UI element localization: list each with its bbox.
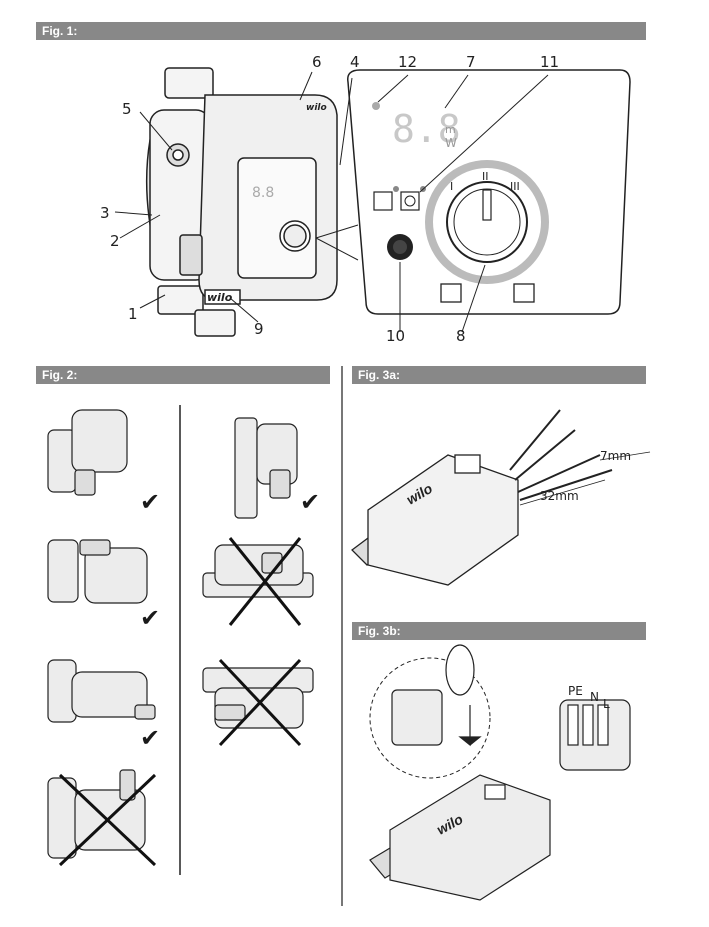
callout-2: 2 <box>110 232 120 250</box>
fig3a-sheath-length: 32mm <box>540 489 579 503</box>
fig1-title-bar: Fig. 1: <box>36 22 646 40</box>
mode-icon-b <box>400 191 420 211</box>
callout-4: 4 <box>350 53 360 71</box>
mode-icon-b-glyph <box>404 195 416 207</box>
callout-7: 7 <box>466 53 476 71</box>
callout-1: 1 <box>128 305 138 323</box>
fig2-title-bar: Fig. 2: <box>36 366 330 384</box>
fig2-pump-sketches <box>47 409 314 859</box>
pump-body <box>145 67 338 337</box>
dial-mark-mid: II <box>482 170 489 183</box>
floor-heating-icon <box>513 283 535 303</box>
fig2-check-2: ✔ <box>140 605 161 632</box>
callout-12: 12 <box>398 53 418 71</box>
fig2-cross-marks <box>58 537 302 867</box>
pump-head-brand: wilo <box>306 103 327 113</box>
callout-10: 10 <box>386 327 406 345</box>
dial-knob <box>446 181 528 263</box>
callout-5: 5 <box>122 100 132 118</box>
fig2-check-1: ✔ <box>140 489 161 516</box>
panel-display-digits: 8.8 <box>392 107 461 151</box>
panel-display-unit-w: W <box>445 136 457 150</box>
fig3a-wires <box>509 409 613 501</box>
pump-mini-display: 8.8 <box>252 185 274 201</box>
callout-3: 3 <box>100 204 110 222</box>
dial-mark-low: I <box>450 180 453 193</box>
fig3a-dimension-lines <box>519 451 651 506</box>
terminal-label-l: L <box>603 697 610 711</box>
fig1-pump-drawing: wilo wilo 8.8 8.8 m W I II III <box>114 67 631 337</box>
fig2-check-4: ✔ <box>300 489 321 516</box>
dial-mark-high: III <box>510 180 520 193</box>
panel-display-unit-m: m <box>445 123 456 136</box>
dial-ring <box>425 160 549 284</box>
mode-icon-a <box>373 191 393 211</box>
fig3a-strip-length: 7mm <box>600 449 631 463</box>
fig3a-title-bar: Fig. 3a: <box>352 366 646 384</box>
terminal-label-pe: PE <box>568 684 583 698</box>
pump-body-brand: wilo <box>207 291 233 304</box>
callout-11: 11 <box>540 53 560 71</box>
callout-9: 9 <box>254 320 264 338</box>
fig2-fig3-divider <box>341 366 343 906</box>
fig3b-title-bar: Fig. 3b: <box>352 622 646 640</box>
callout-8: 8 <box>456 327 466 345</box>
terminal-label-n: N <box>590 690 599 704</box>
radiator-icon <box>440 283 462 303</box>
callout-6: 6 <box>312 53 322 71</box>
status-led <box>372 102 380 110</box>
fig2-check-3: ✔ <box>140 725 161 752</box>
